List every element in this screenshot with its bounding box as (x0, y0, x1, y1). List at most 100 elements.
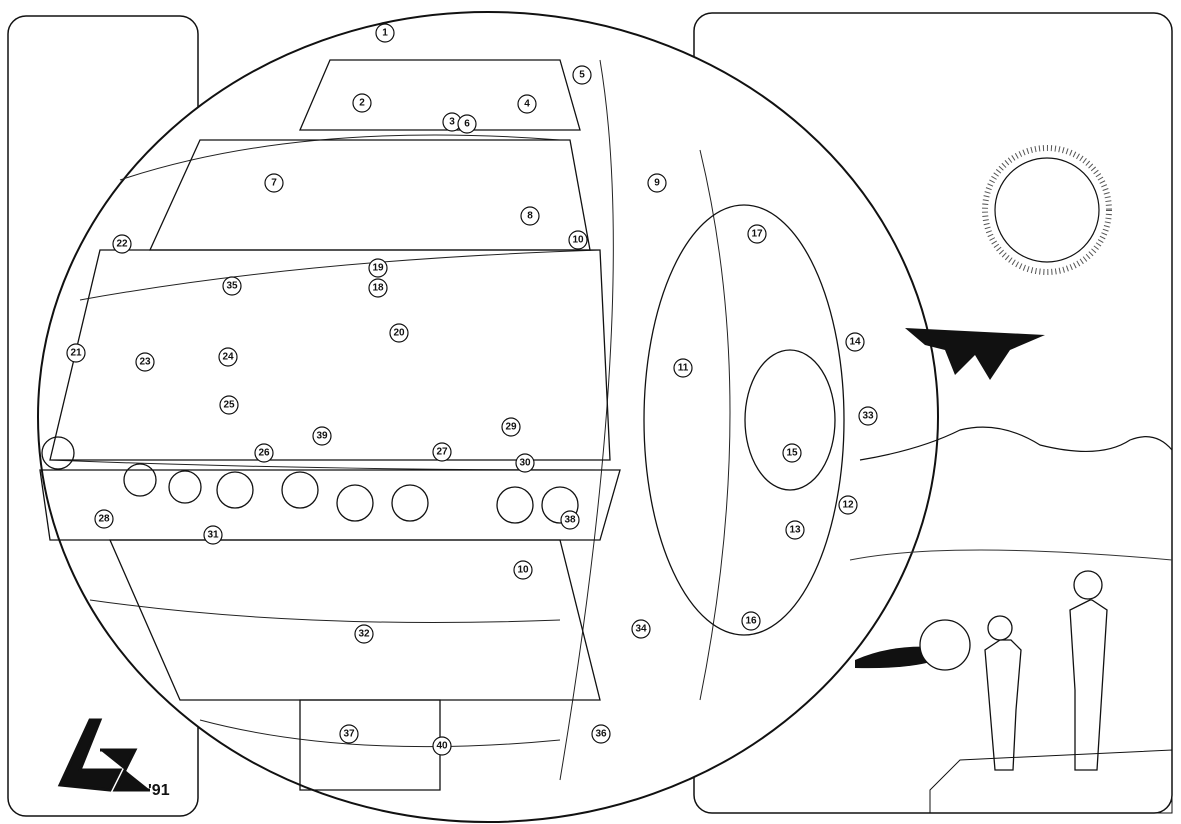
callout-number: 37 (343, 729, 355, 740)
callout-circle (568, 230, 588, 250)
callout-number: 16 (745, 616, 757, 627)
callout-circle (368, 258, 388, 278)
callout-number: 3 (449, 117, 455, 128)
shoreline (849, 549, 1173, 561)
callout-circle (572, 65, 592, 85)
callout-38: 38 (560, 510, 580, 530)
callout-number: 23 (139, 357, 151, 368)
callout-number: 24 (222, 352, 234, 363)
callout-circle (741, 611, 761, 631)
artist-signature: '91 (57, 718, 170, 799)
callout-24: 24 (218, 347, 238, 367)
callout-circle (203, 525, 223, 545)
callout-32: 32 (354, 624, 374, 644)
callout-circle (513, 560, 533, 580)
sun-icon (982, 145, 1112, 275)
callout-10: 10 (568, 230, 588, 250)
callout-number: 9 (654, 178, 660, 189)
callout-9: 9 (647, 173, 667, 193)
callout-circle (501, 417, 521, 437)
callout-circle (785, 520, 805, 540)
callout-12: 12 (838, 495, 858, 515)
callout-circle (389, 323, 409, 343)
callout-2: 2 (352, 93, 372, 113)
callout-circle (520, 206, 540, 226)
callout-number: 17 (751, 229, 763, 240)
callout-circle (112, 234, 132, 254)
callout-circle (352, 93, 372, 113)
callout-13: 13 (785, 520, 805, 540)
callout-35: 35 (222, 276, 242, 296)
callout-30: 30 (515, 453, 535, 473)
mountain-range (859, 426, 1173, 461)
callout-number: 32 (358, 629, 370, 640)
callout-circle (94, 509, 114, 529)
callout-circle (591, 724, 611, 744)
callout-37: 37 (339, 724, 359, 744)
callout-circle (339, 724, 359, 744)
callout-number: 11 (678, 363, 689, 374)
callout-25: 25 (219, 395, 239, 415)
callout-circle (375, 23, 395, 43)
callout-circle (432, 442, 452, 462)
callout-39: 39 (312, 426, 332, 446)
callout-number: 6 (464, 119, 470, 130)
callout-circle (432, 736, 452, 756)
callout-11: 11 (673, 358, 693, 378)
callout-number: 15 (786, 448, 798, 459)
callout-circle (222, 276, 242, 296)
callout-number: 33 (862, 411, 874, 422)
callout-circle (673, 358, 693, 378)
callout-circle (747, 224, 767, 244)
callout-number: 13 (789, 525, 801, 536)
sphere-vehicle (919, 619, 971, 671)
callout-number: 22 (116, 239, 128, 250)
callout-number: 1 (382, 28, 388, 39)
callout-number: 2 (359, 98, 365, 109)
callout-number: 7 (271, 178, 277, 189)
callout-number: 21 (70, 348, 82, 359)
callout-19: 19 (368, 258, 388, 278)
callout-16: 16 (741, 611, 761, 631)
callout-number: 12 (842, 500, 854, 511)
callout-circle (782, 443, 802, 463)
callout-circle (312, 426, 332, 446)
callout-number: 28 (98, 514, 110, 525)
callout-22: 22 (112, 234, 132, 254)
callout-8: 8 (520, 206, 540, 226)
callout-circle (457, 114, 477, 134)
callout-34: 34 (631, 619, 651, 639)
callout-number: 4 (524, 99, 530, 110)
svg-text:'91: '91 (148, 782, 170, 799)
callout-circle (838, 495, 858, 515)
callout-10: 10 (513, 560, 533, 580)
callout-23: 23 (135, 352, 155, 372)
callout-7: 7 (264, 173, 284, 193)
callout-36: 36 (591, 724, 611, 744)
callout-number: 35 (226, 281, 238, 292)
callout-circle (354, 624, 374, 644)
callout-15: 15 (782, 443, 802, 463)
callout-circle (631, 619, 651, 639)
astronaut-figures (984, 570, 1108, 771)
callout-circle (845, 332, 865, 352)
callout-29: 29 (501, 417, 521, 437)
callout-4: 4 (517, 94, 537, 114)
callout-26: 26 (254, 443, 274, 463)
callout-circle (517, 94, 537, 114)
callout-number: 29 (505, 422, 517, 433)
callout-circle (218, 347, 238, 367)
callout-17: 17 (747, 224, 767, 244)
callout-circle (254, 443, 274, 463)
cutaway-interior (39, 59, 845, 791)
callout-number: 20 (393, 328, 405, 339)
cliff-edge (929, 749, 1173, 814)
callout-circle (647, 173, 667, 193)
callout-number: 26 (258, 448, 270, 459)
callout-number: 5 (579, 70, 585, 81)
callout-14: 14 (845, 332, 865, 352)
callout-number: 39 (316, 431, 328, 442)
callout-28: 28 (94, 509, 114, 529)
